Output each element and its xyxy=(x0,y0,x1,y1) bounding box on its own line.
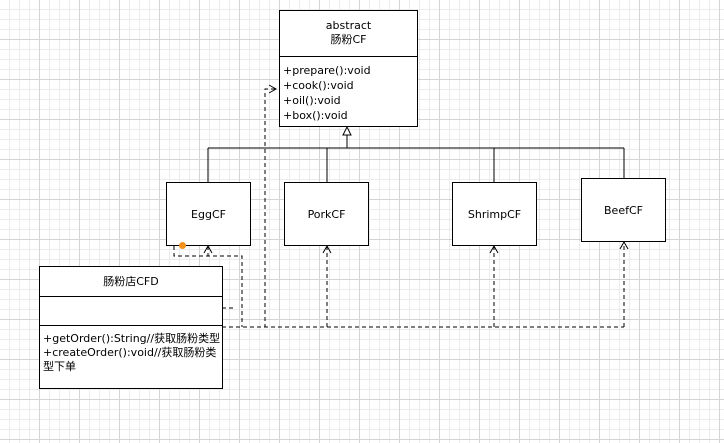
class-eggcf-name: EggCF xyxy=(191,207,226,221)
abstract-class-box[interactable]: abstract 肠粉CF +prepare():void +cook():vo… xyxy=(279,10,418,127)
store-class-box[interactable]: 肠粉店CFD +getOrder():String//获取肠粉类型 +creat… xyxy=(39,266,223,389)
store-class-name: 肠粉店CFD xyxy=(103,275,159,288)
method-create-order: +createOrder():void//获取肠粉类型下单 xyxy=(43,346,217,373)
arrowhead-beefcf xyxy=(619,240,629,250)
store-method-list: +getOrder():String//获取肠粉类型 +createOrder(… xyxy=(40,326,224,374)
method-prepare: +prepare():void xyxy=(283,64,371,77)
class-shrimpcf-name: ShrimpCF xyxy=(467,207,522,221)
class-eggcf[interactable]: EggCF xyxy=(166,182,251,246)
class-shrimpcf[interactable]: ShrimpCF xyxy=(452,182,537,246)
method-box: +box():void xyxy=(283,109,348,122)
arrowhead-abstract xyxy=(268,84,278,94)
arrowhead-porkcf xyxy=(322,244,332,254)
method-cook: +cook():void xyxy=(283,79,354,92)
connection-handle[interactable] xyxy=(179,242,186,249)
method-get-order: +getOrder():String//获取肠粉类型 xyxy=(43,332,221,345)
method-oil: +oil():void xyxy=(283,94,341,107)
arrowhead-eggcf xyxy=(203,244,213,254)
class-beefcf-name: BeefCF xyxy=(604,203,643,217)
abstract-method-list: +prepare():void +cook():void +oil():void… xyxy=(280,57,417,123)
inheritance-arrowhead xyxy=(342,125,352,136)
abstract-class-header: abstract 肠粉CF xyxy=(280,11,417,57)
class-porkcf-name: PorkCF xyxy=(307,207,346,221)
abstract-stereotype-label: abstract xyxy=(325,19,372,32)
store-attribute-section xyxy=(40,297,222,326)
store-class-header: 肠粉店CFD xyxy=(40,267,222,297)
abstract-class-name: 肠粉CF xyxy=(330,33,367,46)
class-porkcf[interactable]: PorkCF xyxy=(284,182,369,246)
class-beefcf[interactable]: BeefCF xyxy=(581,178,666,242)
arrowhead-shrimpcf xyxy=(489,244,499,254)
